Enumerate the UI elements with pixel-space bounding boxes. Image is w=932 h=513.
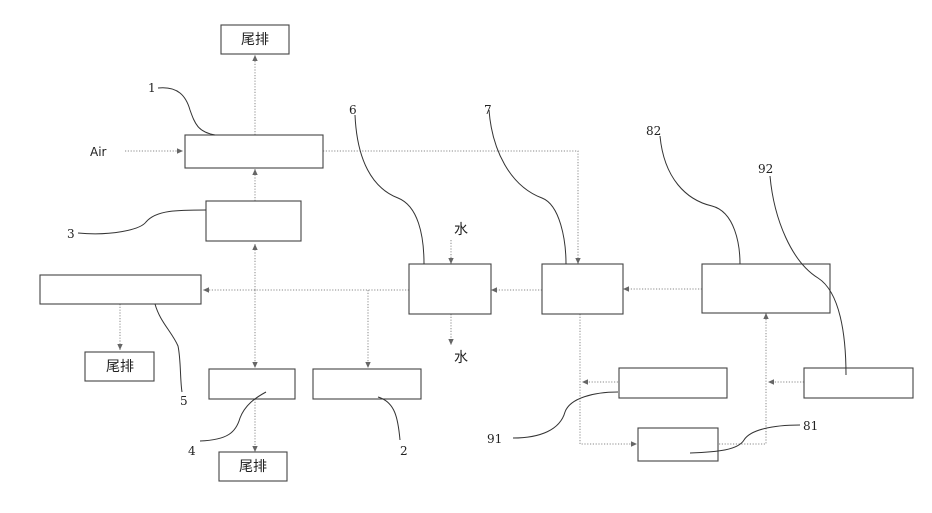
- block-6: [409, 264, 491, 314]
- ref-numeral-92: 92: [758, 162, 773, 176]
- air-label: Air: [90, 145, 107, 159]
- exhaust-label-left: 尾排: [106, 359, 134, 375]
- block-7: [542, 264, 623, 314]
- block-2: [313, 369, 421, 399]
- leader-5: [155, 304, 182, 392]
- text-labels: 尾排 尾排 尾排 Air 水 水 1 2 3 4 5 6 7 81 82 91 …: [67, 32, 818, 475]
- leader-1: [158, 88, 215, 135]
- ref-numeral-91: 91: [487, 432, 502, 446]
- ref-numeral-3: 3: [67, 227, 75, 241]
- ref-numeral-7: 7: [484, 103, 492, 117]
- leader-6: [355, 115, 424, 264]
- water-out-label: 水: [454, 350, 468, 366]
- ref-numeral-4: 4: [188, 444, 196, 458]
- block-82: [702, 264, 830, 313]
- leader-82: [660, 136, 740, 264]
- block-1: [185, 135, 323, 168]
- ref-numeral-1: 1: [148, 81, 156, 95]
- ref-numeral-81: 81: [803, 419, 818, 433]
- block-5: [40, 275, 201, 304]
- block-81: [638, 428, 718, 461]
- ref-numeral-5: 5: [180, 394, 188, 408]
- leader-91: [513, 392, 618, 438]
- block-91: [619, 368, 727, 398]
- leader-7: [489, 110, 566, 264]
- flow-1-to-7: [323, 151, 578, 264]
- block-92: [804, 368, 913, 398]
- equipment-blocks: [40, 25, 913, 481]
- exhaust-label-bottom: 尾排: [239, 459, 267, 475]
- block-3: [206, 201, 301, 241]
- ref-numeral-82: 82: [646, 124, 661, 138]
- water-in-label: 水: [454, 222, 468, 238]
- block-4: [209, 369, 295, 399]
- leader-2: [378, 397, 400, 440]
- ref-numeral-2: 2: [400, 444, 408, 458]
- exhaust-label-top: 尾排: [241, 32, 269, 48]
- leader-3: [78, 210, 206, 234]
- ref-numeral-6: 6: [349, 103, 357, 117]
